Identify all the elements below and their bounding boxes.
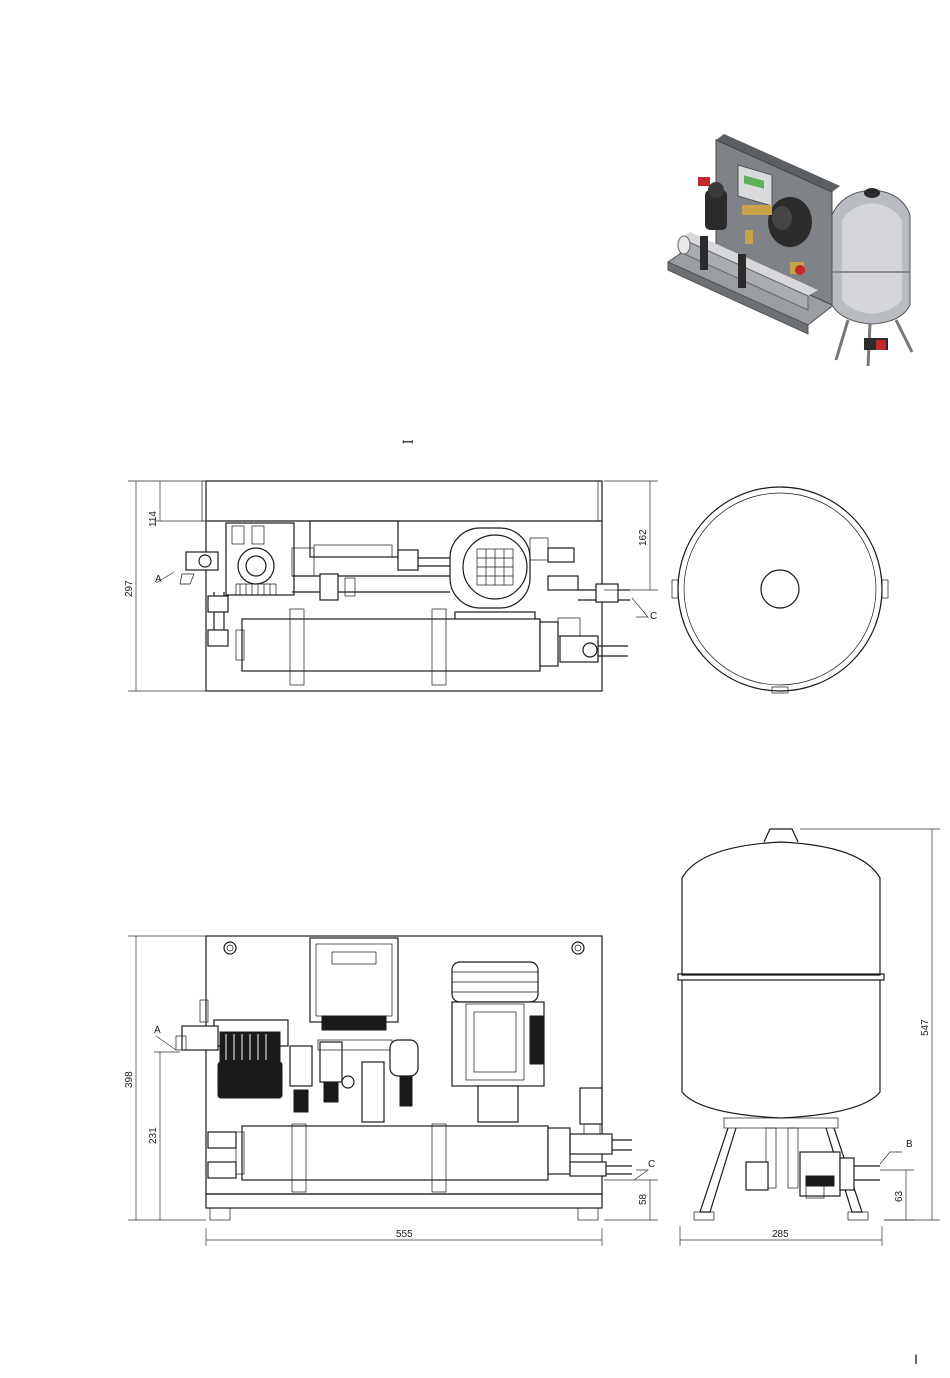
- tank-side-view: 547 285 63 B: [678, 829, 940, 1246]
- isometric-render: [668, 134, 912, 366]
- callout-c-plan: C: [650, 611, 657, 622]
- callout-b: B: [906, 1139, 913, 1150]
- view-marker: ꟷ: [402, 434, 413, 450]
- front-view: 398 231 555 58 A C: [124, 936, 658, 1246]
- dim-231-label: 231: [148, 1127, 159, 1144]
- dim-547-label: 547: [920, 1019, 931, 1036]
- callout-c-front: C: [648, 1159, 655, 1170]
- dim-63-label: 63: [894, 1190, 905, 1202]
- tank-top-view: [672, 487, 888, 693]
- dim-297-label: 297: [124, 580, 135, 597]
- dim-162-label: 162: [638, 529, 649, 546]
- dim-114-label: 114: [148, 511, 159, 527]
- plan-view: 114 297 162 A C: [124, 481, 658, 691]
- callout-a-front: A: [154, 1025, 161, 1036]
- dim-398-label: 398: [124, 1071, 135, 1088]
- dim-285-label: 285: [772, 1229, 789, 1240]
- page-marker: I: [914, 1351, 918, 1367]
- dim-58-label: 58: [638, 1193, 649, 1205]
- callout-a-plan: A: [155, 574, 162, 585]
- dim-555-label: 555: [396, 1229, 413, 1240]
